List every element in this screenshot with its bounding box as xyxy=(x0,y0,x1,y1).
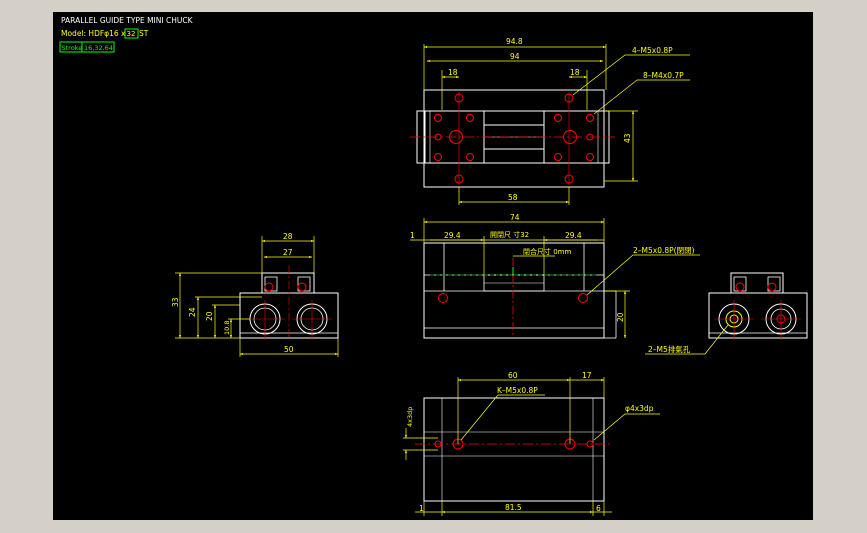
drawing-title: PARALLEL GUIDE TYPE MINI CHUCK xyxy=(61,16,194,25)
bottom-note-pin: φ4x3dp xyxy=(625,404,654,413)
note-4-m5: 4–M5x0.8P xyxy=(632,46,673,55)
front-dim-74: 74 xyxy=(510,213,520,222)
front-dim-29-4-left: 29.4 xyxy=(444,231,461,240)
stroke-values: 16,32,64 xyxy=(84,44,113,52)
front-dim-1: 1 xyxy=(410,231,415,240)
dim-94: 94 xyxy=(510,52,520,61)
model-prefix: Model: HDFφ16 x xyxy=(61,29,126,38)
side-dim-33: 33 xyxy=(171,297,180,307)
front-note-ports: 2–M5x0.8P(閉閉) xyxy=(633,246,695,255)
bottom-view: 60 17 K–M5x0.8P φ4x3dp 4x3dp 1 81.5 6 xyxy=(403,371,660,516)
model-suffix: ST xyxy=(139,29,149,38)
stroke-label: Stroke xyxy=(62,44,83,52)
side-dim-27: 27 xyxy=(283,248,293,257)
bottom-dim-4x3dp: 4x3dp xyxy=(406,407,414,427)
dim-43: 43 xyxy=(623,133,632,143)
side-dim-20: 20 xyxy=(205,311,214,321)
side-dim-10-8: 10.8 xyxy=(223,321,231,335)
bottom-dim-6: 6 xyxy=(596,504,601,513)
front-dim-29-4-right: 29.4 xyxy=(565,231,582,240)
front-dim-20: 20 xyxy=(616,312,625,322)
side-view: 28 27 33 24 20 10.8 50 xyxy=(171,232,339,357)
side-dim-24: 24 xyxy=(188,307,197,317)
note-8-m4: 8–M4x0.7P xyxy=(643,71,684,80)
side-dim-50: 50 xyxy=(284,345,294,354)
bottom-dim-17: 17 xyxy=(582,371,592,380)
end-view: 2–M5排氣孔 xyxy=(645,272,808,355)
top-view: 94.8 94 18 18 43 58 4–M5x0.8P 8–M4x0.7P xyxy=(410,37,690,205)
front-view: 74 1 29.4 29.4 開閉尺 寸32 閉合尺寸 0mm 20 2–M5x… xyxy=(410,213,700,339)
bottom-dim-60: 60 xyxy=(508,371,518,380)
side-dim-28: 28 xyxy=(283,232,293,241)
dim-94-8: 94.8 xyxy=(506,37,523,46)
front-close-label: 閉合尺寸 0mm xyxy=(523,247,571,256)
note-exhaust: 2–M5排氣孔 xyxy=(648,344,691,354)
bottom-note-k: K–M5x0.8P xyxy=(497,386,538,395)
model-box xyxy=(124,28,139,39)
dim-18-right: 18 xyxy=(570,68,580,77)
stroke-values-box xyxy=(81,41,115,53)
bottom-dim-81-5: 81.5 xyxy=(505,503,522,512)
model-box-value: 32 xyxy=(127,30,136,38)
bottom-dim-1: 1 xyxy=(419,504,424,513)
drawing-sheet xyxy=(53,12,813,520)
dim-18-left: 18 xyxy=(448,68,458,77)
dim-58: 58 xyxy=(508,193,518,202)
title-block: PARALLEL GUIDE TYPE MINI CHUCK Model: HD… xyxy=(59,16,194,53)
front-open-label: 開閉尺 寸32 xyxy=(490,230,529,239)
